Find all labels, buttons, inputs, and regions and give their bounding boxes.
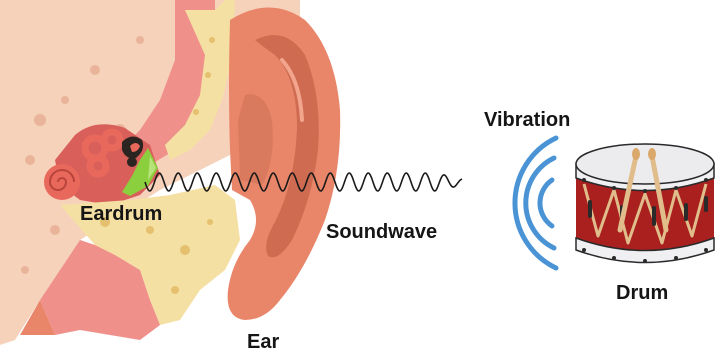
drum	[576, 144, 714, 263]
label-eardrum: Eardrum	[80, 204, 162, 224]
drum-head	[576, 144, 714, 184]
label-ear: Ear	[247, 332, 279, 352]
pinna-concha	[238, 94, 273, 185]
vibration-arc-inner	[540, 180, 552, 226]
vibration-arcs	[515, 138, 556, 268]
cochlea	[44, 164, 80, 200]
ear-cross-section	[0, 0, 340, 345]
label-vibration: Vibration	[484, 110, 570, 130]
label-soundwave: Soundwave	[326, 222, 437, 242]
label-drum: Drum	[616, 283, 668, 303]
